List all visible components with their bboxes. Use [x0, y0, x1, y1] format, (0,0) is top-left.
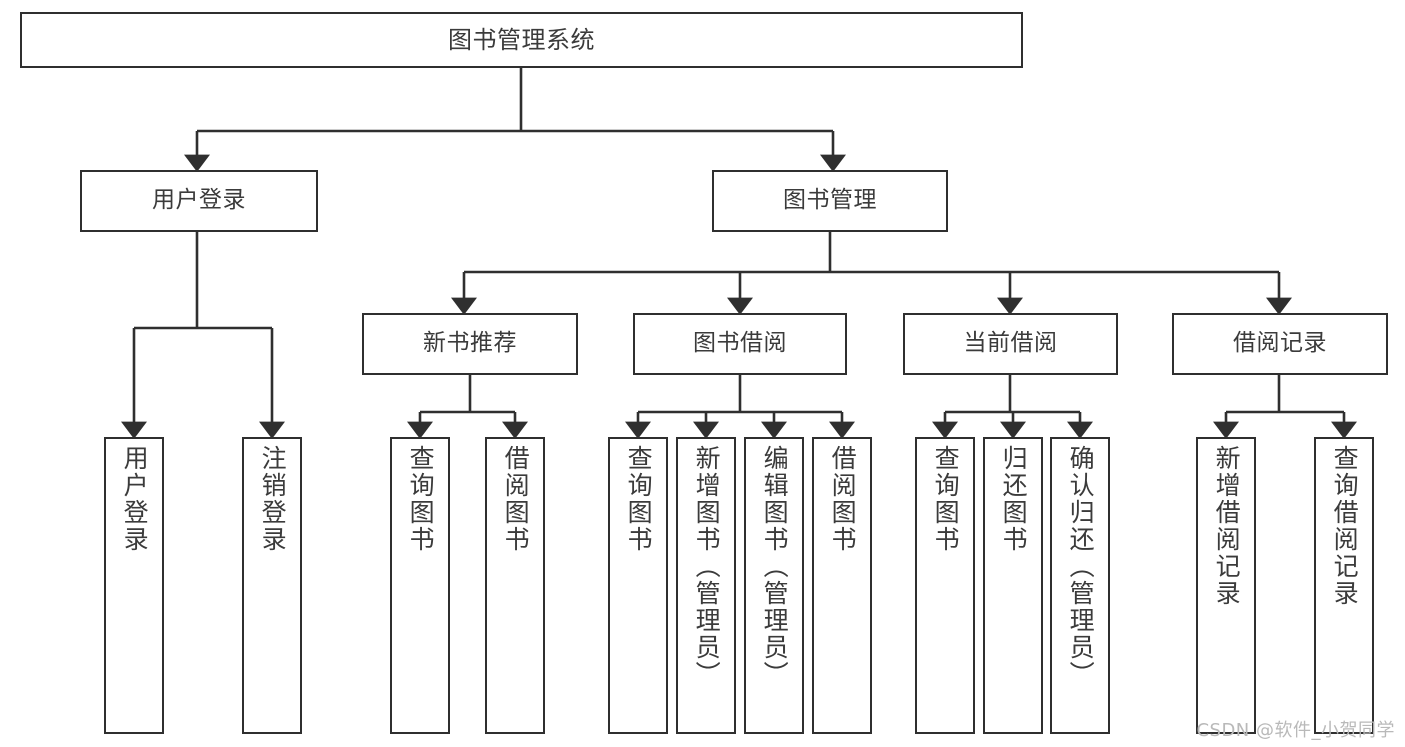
node-book-manage-label: 图书管理: [783, 187, 877, 214]
node-leaf-user-login[interactable]: 用户登录: [104, 437, 164, 734]
node-leaf-add-record-label: 新增借阅记录: [1212, 445, 1242, 607]
node-leaf-return-book-label: 归还图书: [999, 445, 1029, 553]
node-book-manage[interactable]: 图书管理: [712, 170, 948, 232]
node-leaf-logout-login[interactable]: 注销登录: [242, 437, 302, 734]
node-root-system[interactable]: 图书管理系统: [20, 12, 1023, 68]
node-leaf-query-record[interactable]: 查询借阅记录: [1314, 437, 1374, 734]
node-leaf-query-book-3-label: 查询图书: [931, 445, 961, 553]
node-root-system-label: 图书管理系统: [448, 25, 595, 54]
node-current-borrow-label: 当前借阅: [963, 330, 1058, 357]
watermark-text: CSDN @软件_小贺同学: [1196, 720, 1395, 741]
node-leaf-borrow-book-2-label: 借阅图书: [828, 445, 858, 553]
node-user-login[interactable]: 用户登录: [80, 170, 318, 232]
node-leaf-add-book[interactable]: 新增图书（管理员）: [676, 437, 736, 734]
node-borrow-record-label: 借阅记录: [1233, 330, 1327, 357]
node-leaf-borrow-book-1-label: 借阅图书: [501, 445, 531, 553]
node-leaf-confirm-return[interactable]: 确认归还（管理员）: [1050, 437, 1110, 734]
node-user-login-label: 用户登录: [152, 187, 246, 214]
node-leaf-edit-book-label: 编辑图书（管理员）: [760, 445, 790, 688]
node-current-borrow[interactable]: 当前借阅: [903, 313, 1118, 375]
node-new-book-recommend-label: 新书推荐: [423, 330, 517, 357]
node-leaf-query-book-3[interactable]: 查询图书: [915, 437, 975, 734]
node-leaf-add-book-label: 新增图书（管理员）: [692, 445, 722, 688]
node-leaf-return-book[interactable]: 归还图书: [983, 437, 1043, 734]
node-leaf-query-book-1-label: 查询图书: [406, 445, 436, 553]
node-leaf-user-login-label: 用户登录: [120, 445, 150, 553]
node-leaf-query-book-1[interactable]: 查询图书: [390, 437, 450, 734]
node-leaf-logout-login-label: 注销登录: [258, 445, 288, 553]
node-borrow-record[interactable]: 借阅记录: [1172, 313, 1388, 375]
node-leaf-confirm-return-label: 确认归还（管理员）: [1066, 445, 1096, 688]
node-new-book-recommend[interactable]: 新书推荐: [362, 313, 578, 375]
node-leaf-query-book-2-label: 查询图书: [624, 445, 654, 553]
node-book-borrow[interactable]: 图书借阅: [633, 313, 847, 375]
node-book-borrow-label: 图书借阅: [693, 330, 787, 357]
node-leaf-query-record-label: 查询借阅记录: [1330, 445, 1360, 607]
node-leaf-borrow-book-1[interactable]: 借阅图书: [485, 437, 545, 734]
node-leaf-add-record[interactable]: 新增借阅记录: [1196, 437, 1256, 734]
node-leaf-query-book-2[interactable]: 查询图书: [608, 437, 668, 734]
node-leaf-borrow-book-2[interactable]: 借阅图书: [812, 437, 872, 734]
node-leaf-edit-book[interactable]: 编辑图书（管理员）: [744, 437, 804, 734]
